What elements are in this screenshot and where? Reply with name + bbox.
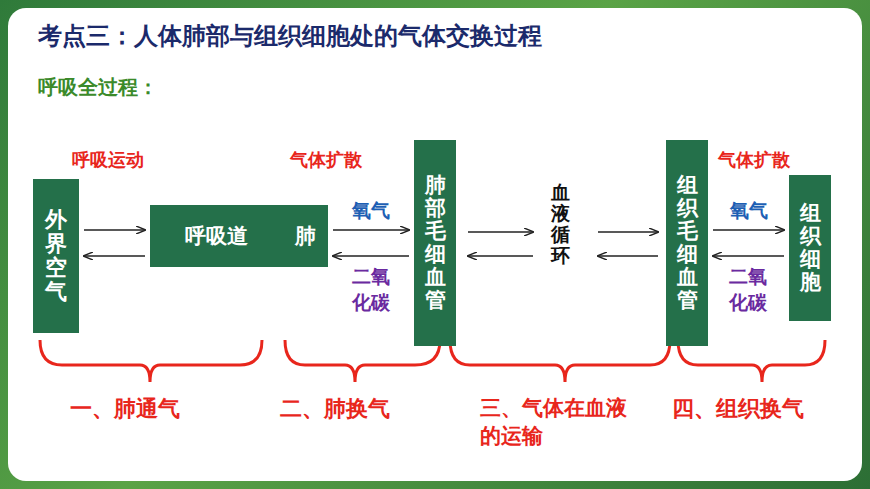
box-text: 肺部毛细血管 [425, 174, 446, 313]
box-text: 肺 [295, 222, 316, 250]
arrow-connector [84, 229, 145, 230]
text-label: 一、肺通气 [70, 394, 180, 424]
text-label: 呼吸全过程： [38, 74, 158, 101]
bracket [40, 340, 825, 382]
arrow-connector [713, 229, 784, 230]
text-label: 血液循环 [551, 182, 570, 266]
vertical-box: 组织细胞 [789, 175, 831, 321]
title: 考点三：人体肺部与组织细胞处的气体交换过程 [38, 20, 542, 52]
box-text: 组织毛细血管 [677, 174, 698, 313]
vertical-box: 外界空气 [33, 179, 79, 333]
arrow-connector [713, 255, 784, 256]
arrow-connector [84, 255, 145, 256]
text-label: 气体扩散 [290, 148, 362, 172]
edge-label: 氧气 [730, 198, 768, 224]
text-label: 呼吸运动 [72, 148, 144, 172]
vertical-box: 组织毛细血管 [666, 140, 708, 346]
box-text: 呼吸道 [185, 222, 248, 250]
text-label: 四、组织换气 [672, 394, 804, 424]
edge-label: 氧气 [352, 198, 390, 224]
text-label: 二、肺换气 [280, 394, 390, 424]
text-label: 气体扩散 [718, 148, 790, 172]
process-box: 肺 [282, 205, 328, 267]
text-label: 三、气体在血液的运输 [480, 394, 630, 451]
edge-label: 二氧化碳 [729, 264, 769, 315]
arrow-connector [333, 255, 409, 256]
vertical-box: 肺部毛细血管 [414, 140, 456, 346]
box-text: 外界空气 [45, 208, 67, 305]
arrow-connector [333, 229, 409, 230]
box-text: 组织细胞 [800, 202, 821, 294]
edge-label: 二氧化碳 [351, 264, 391, 315]
process-box: 呼吸道 [150, 205, 282, 267]
